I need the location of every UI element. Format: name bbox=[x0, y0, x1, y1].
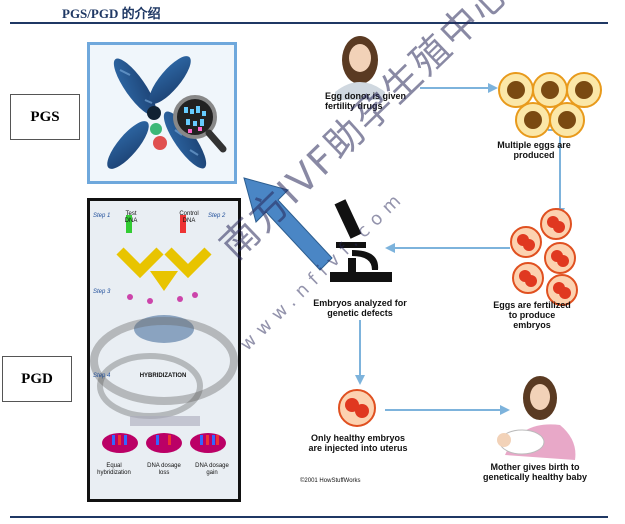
cgh-graphic bbox=[90, 201, 238, 499]
equal-hybridization-label: Equal hybridization bbox=[97, 463, 131, 476]
only-healthy-caption: Only healthy embryos are injected into u… bbox=[308, 433, 408, 453]
test-dna-label: Test DNA bbox=[124, 211, 138, 224]
healthy-embryo-icon bbox=[338, 389, 376, 427]
pgs-label: PGS bbox=[10, 94, 80, 140]
embryo-cluster-icon bbox=[510, 208, 578, 306]
embryos-analyzed-caption: Embryos analyzed for genetic defects bbox=[313, 298, 407, 318]
chromosome-icon bbox=[90, 45, 234, 181]
hybridization-label: HYBRIDIZATION bbox=[139, 373, 187, 379]
bottom-divider bbox=[10, 516, 608, 518]
copyright-text: ©2001 HowStuffWorks bbox=[300, 478, 361, 484]
step-2-label: Step 2 bbox=[208, 213, 226, 219]
control-dna-label: Control DNA bbox=[179, 211, 199, 224]
pgd-cgh-diagram: Step 1 Step 2 Step 3 Step 4 Test DNA Con… bbox=[87, 198, 241, 502]
step-3-label: Step 3 bbox=[93, 289, 111, 295]
mother-baby-icon bbox=[497, 376, 576, 460]
pgd-label: PGD bbox=[2, 356, 72, 402]
multiple-eggs-caption: Multiple eggs are produced bbox=[497, 140, 571, 160]
step-4-label: Step 4 bbox=[93, 373, 111, 379]
top-divider bbox=[10, 22, 608, 24]
pgs-chromosome-image bbox=[87, 42, 237, 184]
egg-donor-caption: Egg donor is given fertility drugs bbox=[325, 91, 407, 111]
dna-loss-label: DNA dosage loss bbox=[147, 463, 181, 476]
step-1-label: Step 1 bbox=[93, 213, 111, 219]
eggs-fertilized-caption: Eggs are fertilized to produce embryos bbox=[493, 300, 571, 330]
mother-birth-caption: Mother gives birth to genetically health… bbox=[482, 462, 588, 482]
egg-cluster-icon bbox=[498, 72, 602, 138]
page-title: PGS/PGD 的介绍 bbox=[62, 6, 161, 21]
dna-gain-label: DNA dosage gain bbox=[195, 463, 229, 476]
